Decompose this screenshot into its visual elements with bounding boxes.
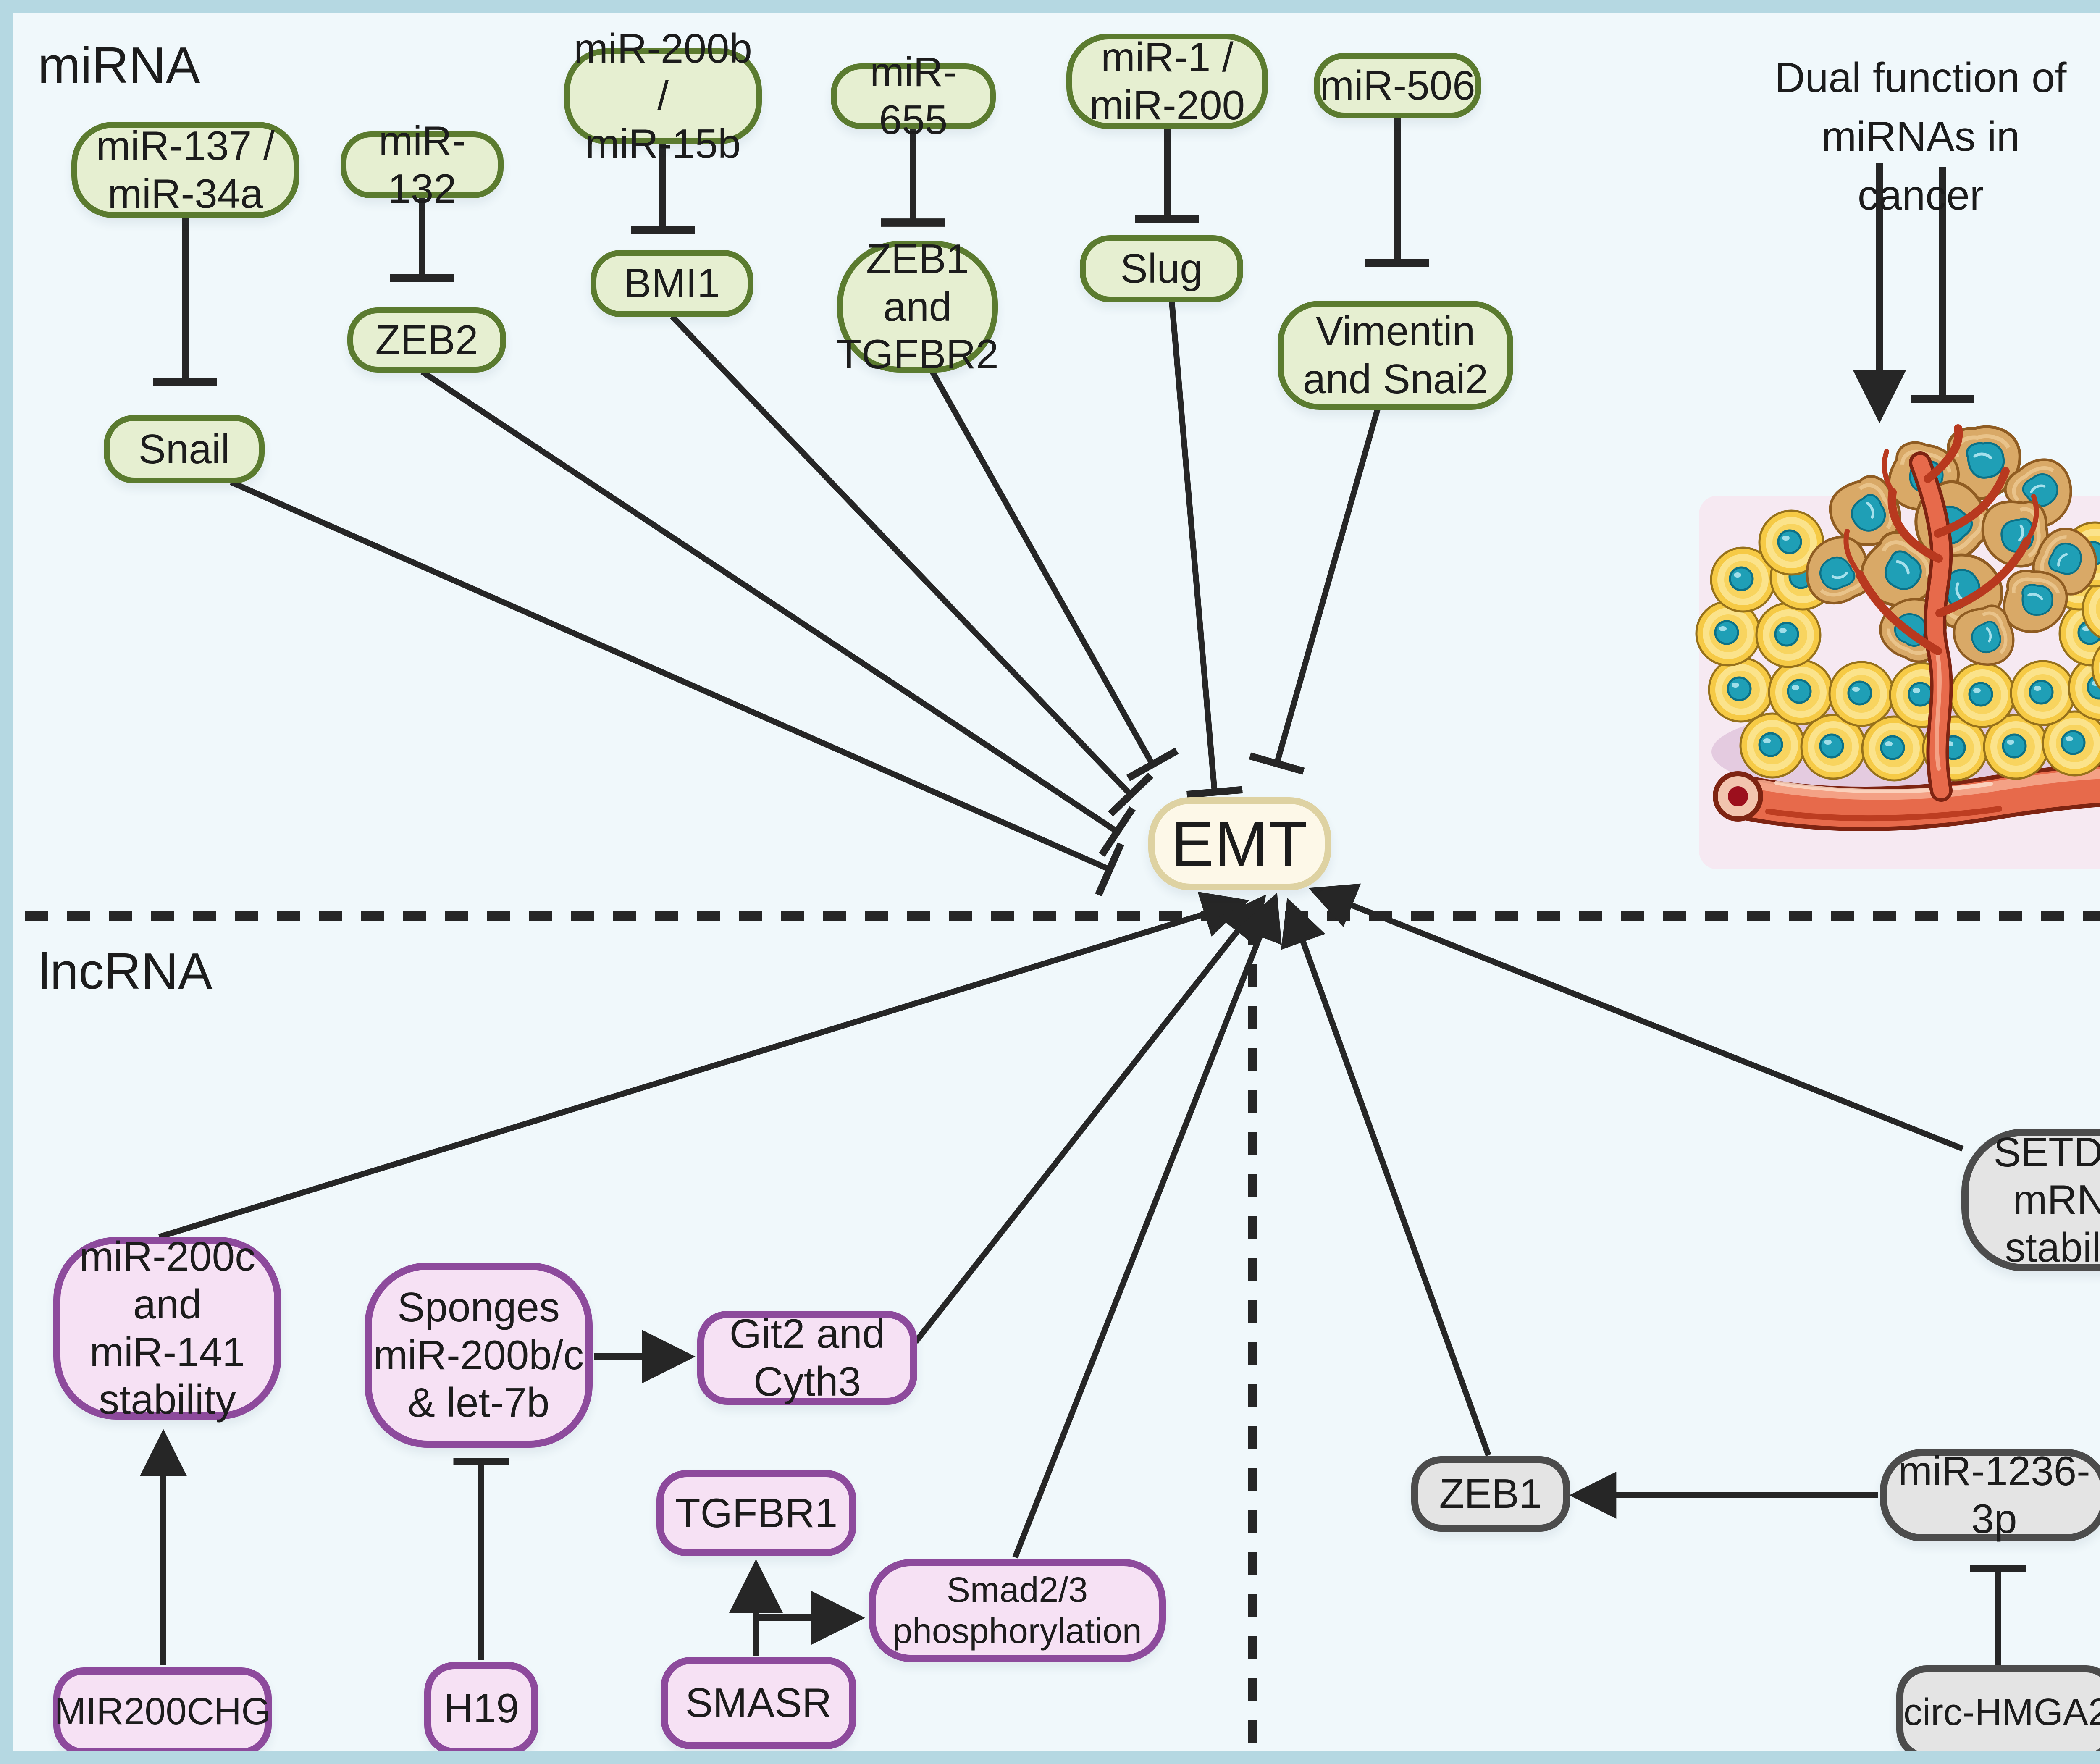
node-label: ZEB2 [375,316,478,363]
node-smasr: SMASR [661,1657,856,1749]
node-label: miR-655 [870,49,957,143]
node-sponges-mir200bc-let7b: Sponges miR-200b/c & let-7b [365,1263,593,1448]
node-label: Snail [138,425,230,472]
node-bmi1: BMI1 [591,250,753,317]
node-mir1-mir200: miR-1 / miR-200 [1066,34,1268,129]
node-circ-hmga2: circ-HMGA2 [1896,1665,2100,1751]
edge-smad23-activates-emt [1012,892,1282,1559]
node-label: SMASR [685,1680,832,1726]
node-setdb1-mrna-stability: SETDB1 mRNA stability [1961,1129,2100,1271]
section-label-mirna: miRNA [38,37,200,94]
node-label: miR-137 / miR-34a [96,122,275,217]
node-label: ZEB1 and TGFBR2 [836,236,999,378]
node-snail: Snail [104,415,265,483]
node-label: EMT [1171,808,1309,879]
node-label: miR-1 / miR-200 [1089,34,1245,128]
node-emt: EMT [1148,797,1331,890]
edge-setdb1-activates-emt [1308,883,1964,1152]
node-h19: H19 [424,1662,538,1751]
node-label: miR-200b / miR-15b [574,25,752,167]
node-mir137-mir34a: miR-137 / miR-34a [71,122,299,218]
node-mir200b-mir15b: miR-200b / miR-15b [564,25,762,167]
node-mir506: miR-506 [1314,53,1481,118]
node-mir1236-3p: miR-1236-3p [1880,1448,2100,1542]
node-vimentin-and-snai2: Vimentin and Snai2 [1278,301,1513,410]
connector-layer [25,118,2100,1751]
node-tgfbr1: TGFBR1 [656,1470,856,1556]
node-mir132: miR-132 [341,118,504,212]
node-mir655: miR-655 [831,49,996,143]
node-label: H19 [444,1685,519,1732]
edge-zeb1-activates-emt [1281,898,1491,1457]
node-smad23-phosphorylation: Smad2/3 phosphorylation [869,1559,1166,1662]
node-label: Git2 and Cyth3 [729,1310,885,1404]
edge-vimentin-snai2-inhibits-emt [1249,408,1381,775]
node-mir200chg: MIR200CHG [53,1667,272,1751]
node-label: Vimentin and Snai2 [1302,308,1488,402]
section-label-lncrna: lncRNA [39,942,213,1000]
node-label: miR-132 [378,117,466,212]
node-label: BMI1 [624,260,720,307]
edge-git2-cyth3-activates-emt [913,894,1266,1344]
node-zeb1-and-tgfbr2: ZEB1 and TGFBR2 [836,236,999,377]
node-label: miR-506 [1320,62,1475,109]
node-label: MIR200CHG [54,1690,271,1732]
node-git2-and-cyth3: Git2 and Cyth3 [697,1310,917,1405]
edge-slug-inhibits-emt [1169,301,1243,798]
node-label: Sponges miR-200b/c & let-7b [373,1284,584,1426]
node-zeb2: ZEB2 [347,307,506,373]
edge-zeb1-tgfbr2-inhibits-emt [929,370,1179,782]
node-label: SETDB1 mRNA stability [1993,1129,2100,1270]
tumor-angiogenesis-illustration [1696,424,2100,869]
edge-mir200c-stability-activates-emt [158,891,1250,1240]
node-label: ZEB1 [1439,1470,1542,1517]
node-label: miR-1236-3p [1898,1448,2090,1542]
edge-bmi1-inhibits-emt [669,314,1153,817]
dual-function-caption: Dual function of miRNAs in cancer [1774,54,2067,219]
node-label: Slug [1120,245,1203,292]
node-mir200c-mir141-stability: miR-200c and miR-141 stability [53,1233,281,1423]
edge-zeb2-inhibits-emt [420,369,1136,857]
node-label: circ-HMGA2 [1903,1691,2100,1734]
edge-snail-inhibits-emt [230,479,1124,897]
node-label: TGFBR1 [675,1489,838,1536]
node-zeb1: ZEB1 [1411,1456,1570,1532]
node-slug: Slug [1080,235,1243,302]
node-label: Smad2/3 phosphorylation [892,1570,1142,1651]
node-label: miR-200c and miR-141 stability [79,1233,256,1423]
